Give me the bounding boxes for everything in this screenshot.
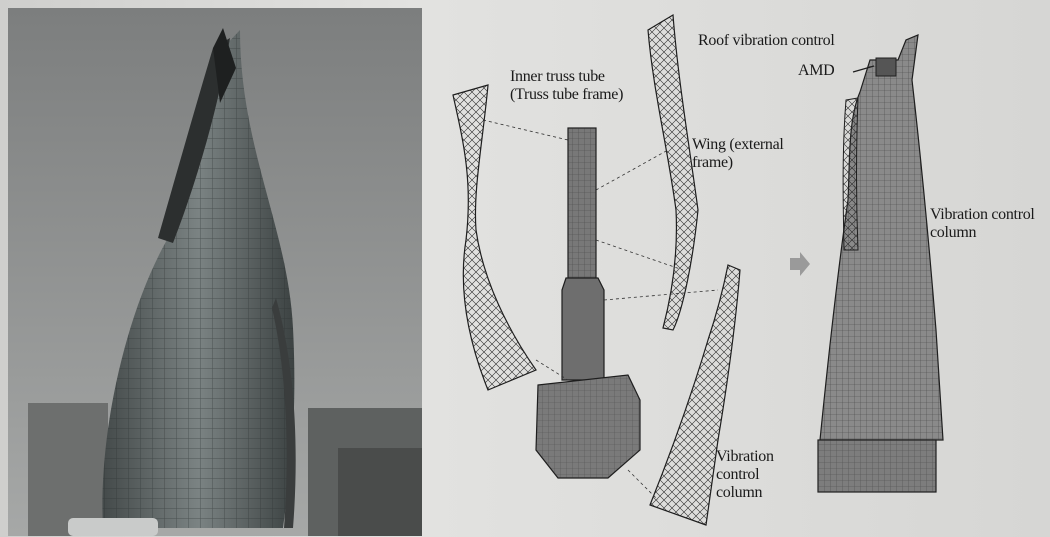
right-arrow-icon (790, 252, 810, 276)
vibration-column-right-label: Vibration control column (930, 206, 1035, 242)
inner-truss-label-line2: (Truss tube frame) (510, 86, 623, 104)
vibration-column-bottom-line1: Vibration (716, 448, 774, 466)
inner-truss-tube (536, 128, 640, 478)
inner-truss-label-line1: Inner truss tube (510, 68, 623, 86)
top-wing-frame (648, 15, 698, 330)
vibration-column-right-line1: Vibration control (930, 206, 1035, 224)
vibration-column-bottom-label: Vibration control column (716, 448, 774, 502)
assembled-tower (818, 35, 943, 492)
vibration-column-bottom-line3: column (716, 484, 774, 502)
vibration-column-right-line2: column (930, 224, 1035, 242)
structure-diagram: Inner truss tube (Truss tube frame) Roof… (428, 0, 1050, 537)
amd-label: AMD (798, 62, 834, 80)
roof-vibration-label: Roof vibration control (698, 32, 835, 50)
inner-truss-label: Inner truss tube (Truss tube frame) (510, 68, 623, 104)
wing-label-line2: frame) (692, 154, 784, 172)
left-wing-frame (453, 85, 536, 390)
tower-photo (8, 8, 422, 536)
wing-label: Wing (external frame) (692, 136, 784, 172)
wing-label-line1: Wing (external (692, 136, 784, 154)
vibration-column-bottom-line2: control (716, 466, 774, 484)
